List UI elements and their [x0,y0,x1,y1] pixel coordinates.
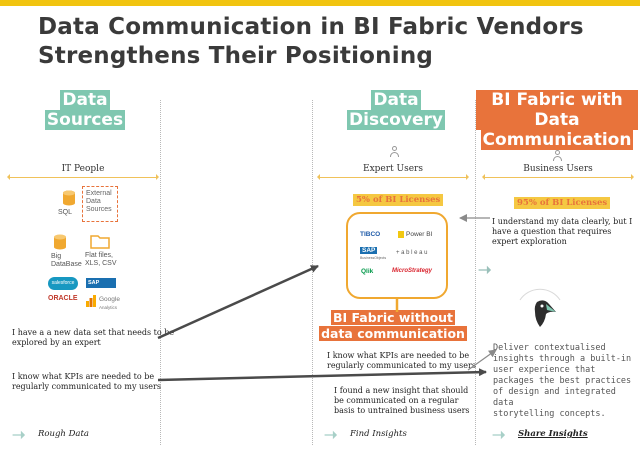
role-label: IT People [57,164,109,174]
header-text: Sources [44,110,126,130]
chevron-right-icon: ➝ [492,427,506,444]
header-data-sources: Data Sources [30,90,140,130]
footer-share-insights: Share Insights [518,429,588,439]
statement-line: basis to untrained business users [334,406,470,415]
badge-text: BI Fabric without [330,310,456,325]
badge-text: data communication [319,326,467,341]
statement-line: regularly communicated to my users [327,361,476,370]
statement-kpis-mid: I know what KPIs are needed to be regula… [327,351,476,371]
fabric-without-communication-badge: BI Fabric without data communication [318,310,468,342]
deliver-line: user experience that [493,365,596,375]
source-label: XLS, CSV [85,260,117,267]
header-data-discovery: Data Discovery [340,90,452,130]
source-label: Analytics [99,305,118,310]
statement-kpis-left: I know what KPIs are needed to be regula… [12,372,161,392]
deliver-line: of design and integrated data [493,387,616,408]
statement-line: I found a new insight that should [334,386,469,395]
license-tag-5: 5% of BI Licenses [353,194,444,206]
source-label: Sources [86,206,112,213]
deliver-line: storytelling concepts. [493,409,606,419]
role-label: Expert Users [359,164,427,174]
source-flat-files: Flat files, XLS, CSV [85,252,117,268]
statement-line: expert exploration [492,237,567,246]
statement-line: have a question that requires [492,227,612,236]
role-business-users: Business Users [482,164,634,180]
source-label: Google [99,296,120,303]
header-text: Data [60,90,110,110]
statement-line: be communicated on a regular [334,396,459,405]
top-accent-bar [0,0,640,6]
chevron-right-icon: ➝ [324,427,338,444]
statement-line: I understand my data clearly, but I [492,217,633,226]
toucan-logo-icon [534,300,556,327]
google-analytics-logo: Google Analytics [99,296,120,312]
column-divider [160,100,161,445]
column-divider [475,100,476,445]
statement-line: regularly communicated to my users [12,382,161,391]
source-label: Big [51,253,62,260]
tibco-logo: TIBCO [360,231,381,238]
statement-understand: I understand my data clearly, but I have… [492,217,632,247]
footer-find-insights: Find Insights [350,429,407,439]
external-sources-box [82,186,118,222]
google-analytics-icon [86,295,96,307]
role-it-people: IT People [7,164,159,180]
header-text: Discovery [347,110,445,130]
microstrategy-logo: MicroStrategy [392,268,433,274]
statement-line: I know what KPIs are needed to be [327,351,470,360]
deliver-line: packages the best practices [493,376,632,386]
footer-rough-data: Rough Data [38,429,89,439]
statement-line: I have a a new data set that needs to be [12,328,175,337]
license-tag-95: 95% of BI Licenses [514,197,611,209]
header-text: Communication [480,130,634,150]
header-text: BI Fabric with Data [476,90,638,130]
tableau-logo: + a b l e a u [396,250,428,256]
person-icon [389,146,400,157]
source-label: Flat files, [85,252,114,259]
database-icon [63,190,75,206]
powerbi-logo: Power BI [398,231,432,238]
arrow-to-discovery [157,264,319,340]
statement-line: I know what KPIs are needed to be [12,372,155,381]
header-bi-fabric: BI Fabric with Data Communication [476,90,638,150]
bi-vendors-box: TIBCO Power BI SAP BusinessObjects + a b… [346,212,448,299]
chevron-right-icon: ➝ [478,262,492,279]
statement-new-dataset: I have a a new data set that needs to be… [12,328,174,348]
database-icon [54,234,66,250]
statement-line: explored by an expert [12,338,101,347]
page-title-line2: Strengthens Their Positioning [38,43,434,69]
person-icon [552,150,563,161]
source-big-database: Big DataBase [51,253,82,269]
statement-insight: I found a new insight that should be com… [334,386,470,416]
deliver-description: Deliver contextualised insights through … [493,343,633,420]
source-label: DataBase [51,261,82,268]
header-text: Data [371,90,421,110]
role-expert-users: Expert Users [317,164,469,180]
folder-icon [90,235,110,249]
deliver-line: Deliver contextualised [493,343,606,353]
oracle-logo: ORACLE [48,295,78,302]
source-sql: SQL [58,209,73,216]
salesforce-logo: salesforce [48,277,78,290]
vendor-label: Power BI [406,231,433,239]
sap-sub-logo: BusinessObjects [360,256,387,260]
arrow-to-business [157,368,487,382]
column-divider [312,100,313,445]
deliver-line: insights through a built-in [493,354,632,364]
qlik-logo: Qlik [361,268,374,275]
role-label: Business Users [519,164,597,174]
page-title-line1: Data Communication in BI Fabric Vendors [38,14,584,40]
source-external: External Data Sources [86,190,112,214]
source-label: Data [86,198,101,205]
sap-hana-logo: SAP HANA [86,278,116,296]
chevron-right-icon: ➝ [12,427,26,444]
sap-logo: SAP [360,247,378,254]
source-label: External [86,190,112,197]
